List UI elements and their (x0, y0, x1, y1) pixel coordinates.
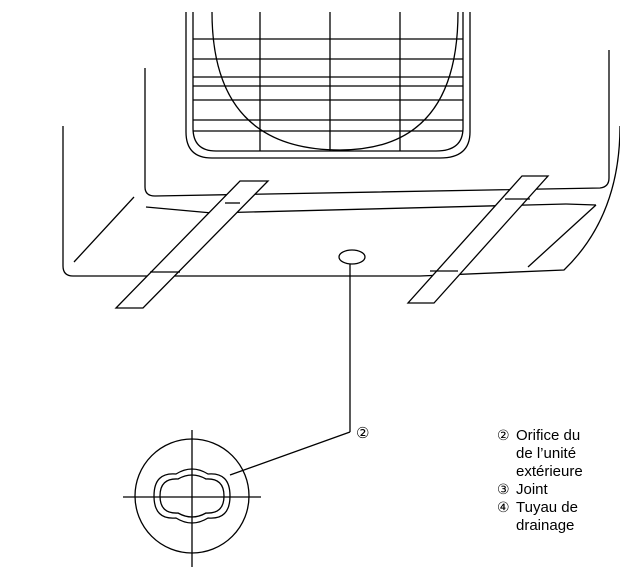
mounting-foot-left (114, 180, 270, 309)
legend-text: Tuyau de drainage (516, 499, 578, 534)
legend-text: Joint (516, 481, 548, 498)
legend-number: ③ (497, 482, 510, 498)
legend-item: ② Orifice du de l’unité extérieure (497, 427, 583, 481)
callout-number: ② (356, 424, 369, 442)
fan-grille (185, 11, 471, 159)
legend-number: ④ (497, 500, 510, 516)
legend: ② Orifice du de l’unité extérieure ③ Joi… (497, 427, 583, 535)
mounting-foot-right (406, 175, 550, 304)
legend-number: ② (497, 428, 510, 444)
elbow-outer-shape (153, 468, 231, 524)
elbow-inner-shape (159, 474, 225, 518)
legend-item: ④ Tuyau de drainage (497, 499, 583, 535)
drain-elbow-detail (123, 430, 261, 567)
unit-cabinet (62, 50, 620, 277)
legend-text: Orifice du de l’unité extérieure (516, 427, 583, 480)
legend-item: ③ Joint (497, 481, 583, 499)
callout-leader (229, 264, 351, 476)
drain-hole (338, 249, 366, 265)
